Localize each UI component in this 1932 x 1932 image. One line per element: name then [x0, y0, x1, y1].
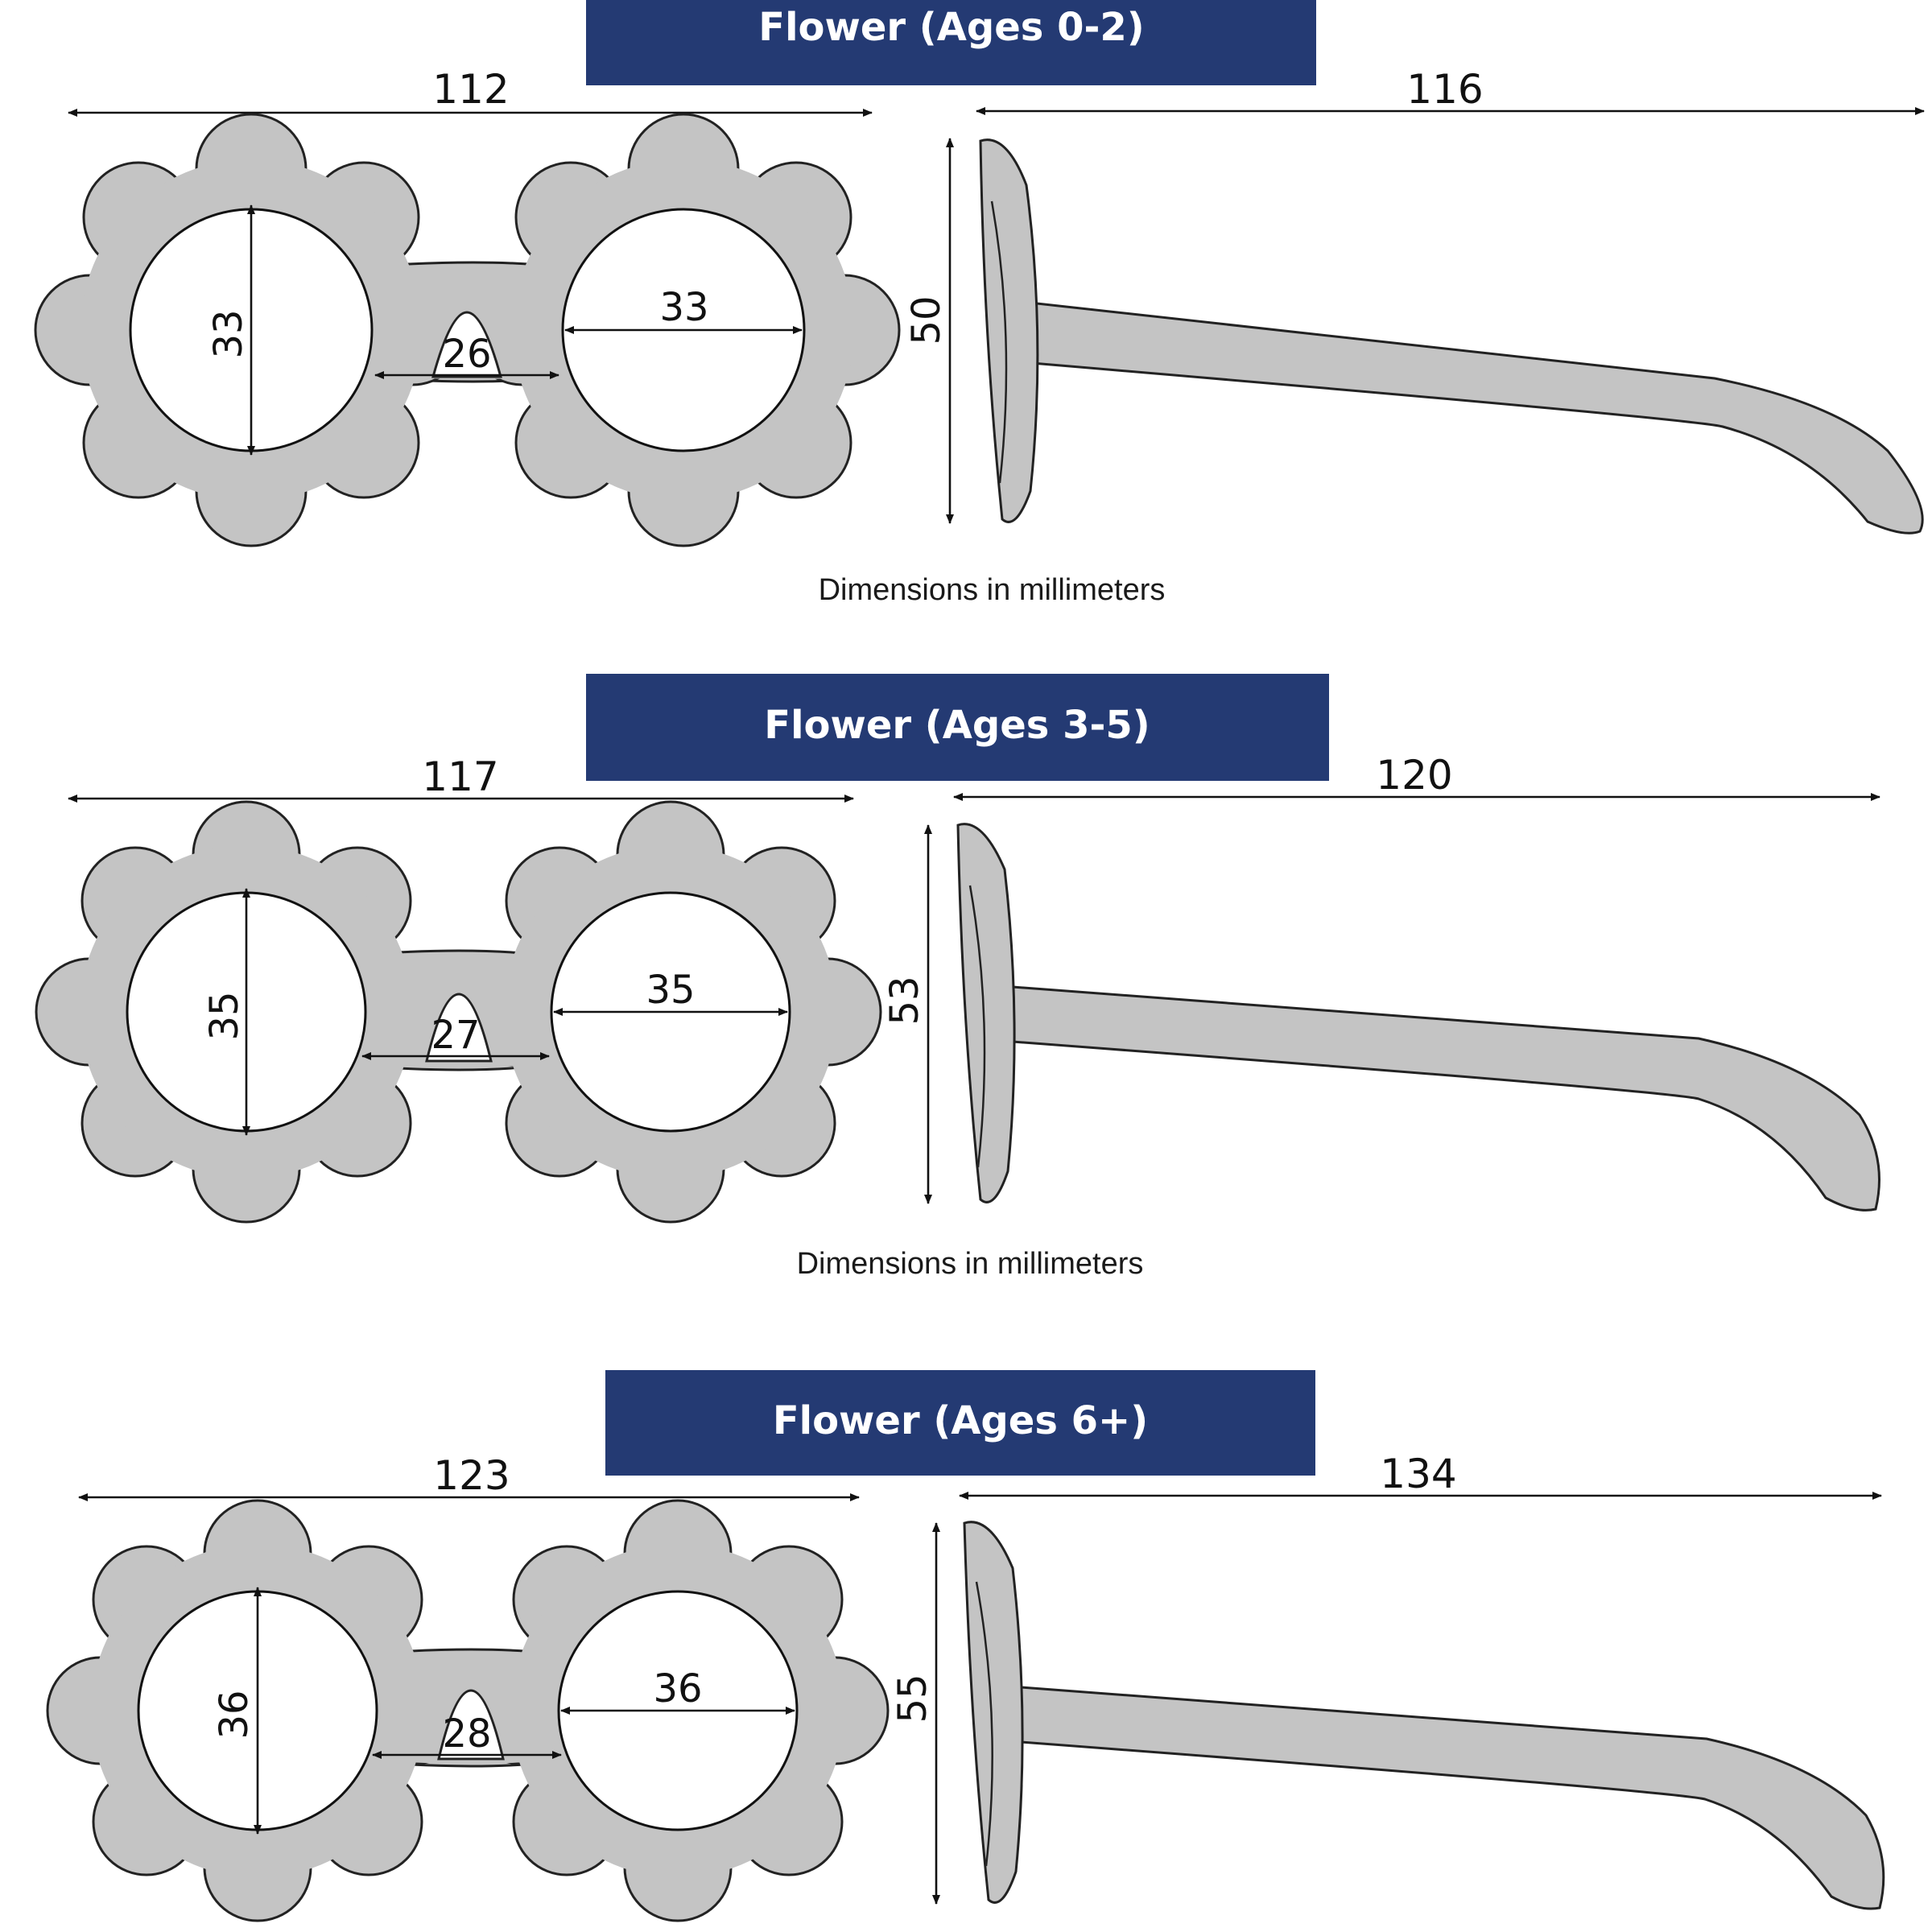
- temple-length-label: 120: [1376, 752, 1452, 799]
- temple-arm: [1021, 300, 1924, 535]
- section-title: Flower (Ages 0-2): [758, 5, 1144, 50]
- bridge-label: 28: [442, 1711, 491, 1757]
- lens-width-label: 35: [646, 968, 695, 1013]
- nose-bridge: [437, 1689, 505, 1761]
- side-height-label: 53: [882, 976, 927, 1025]
- title-banner: [586, 674, 1329, 781]
- lens-height-label: 36: [212, 1690, 257, 1739]
- temple-length-label: 116: [1406, 66, 1483, 113]
- side-view: [963, 1521, 1885, 1910]
- title-banner: [586, 0, 1316, 85]
- section-title: Flower (Ages 6+): [773, 1398, 1148, 1443]
- bridge-label: 27: [431, 1013, 480, 1058]
- section-title: Flower (Ages 3-5): [764, 703, 1150, 748]
- units-caption: Dimensions in millimeters: [797, 1247, 1144, 1281]
- front-view-frame: [46, 1499, 890, 1922]
- title-banner: [605, 1370, 1315, 1476]
- units-caption: Dimensions in millimeters: [819, 573, 1166, 607]
- side-view: [979, 138, 1924, 535]
- bridge-label: 26: [442, 332, 491, 377]
- frame-width-label: 112: [432, 66, 509, 113]
- nose-bridge: [425, 993, 493, 1063]
- size-section-ages-6-plus: Flower (Ages 6+) 123 134: [46, 1370, 1885, 1922]
- lens-width-label: 33: [659, 285, 708, 330]
- temple-arm: [1001, 985, 1880, 1212]
- side-view: [956, 823, 1880, 1212]
- side-frame: [956, 823, 1016, 1203]
- lens-width-label: 36: [653, 1666, 702, 1711]
- temple-arm: [1009, 1685, 1885, 1910]
- nose-bridge: [431, 311, 502, 378]
- size-section-ages-3-5: Flower (Ages 3-5) 117 120: [35, 674, 1880, 1281]
- lens-height-label: 33: [206, 309, 251, 358]
- temple-length-label: 134: [1380, 1451, 1456, 1497]
- side-frame: [963, 1521, 1024, 1904]
- side-frame: [979, 138, 1039, 523]
- size-section-ages-0-2: Flower (Ages 0-2) 112 116: [34, 0, 1925, 607]
- side-height-label: 55: [890, 1674, 935, 1723]
- lens-height-label: 35: [202, 991, 247, 1040]
- frame-width-label: 117: [422, 753, 498, 800]
- side-height-label: 50: [904, 295, 949, 345]
- frame-width-label: 123: [433, 1452, 510, 1499]
